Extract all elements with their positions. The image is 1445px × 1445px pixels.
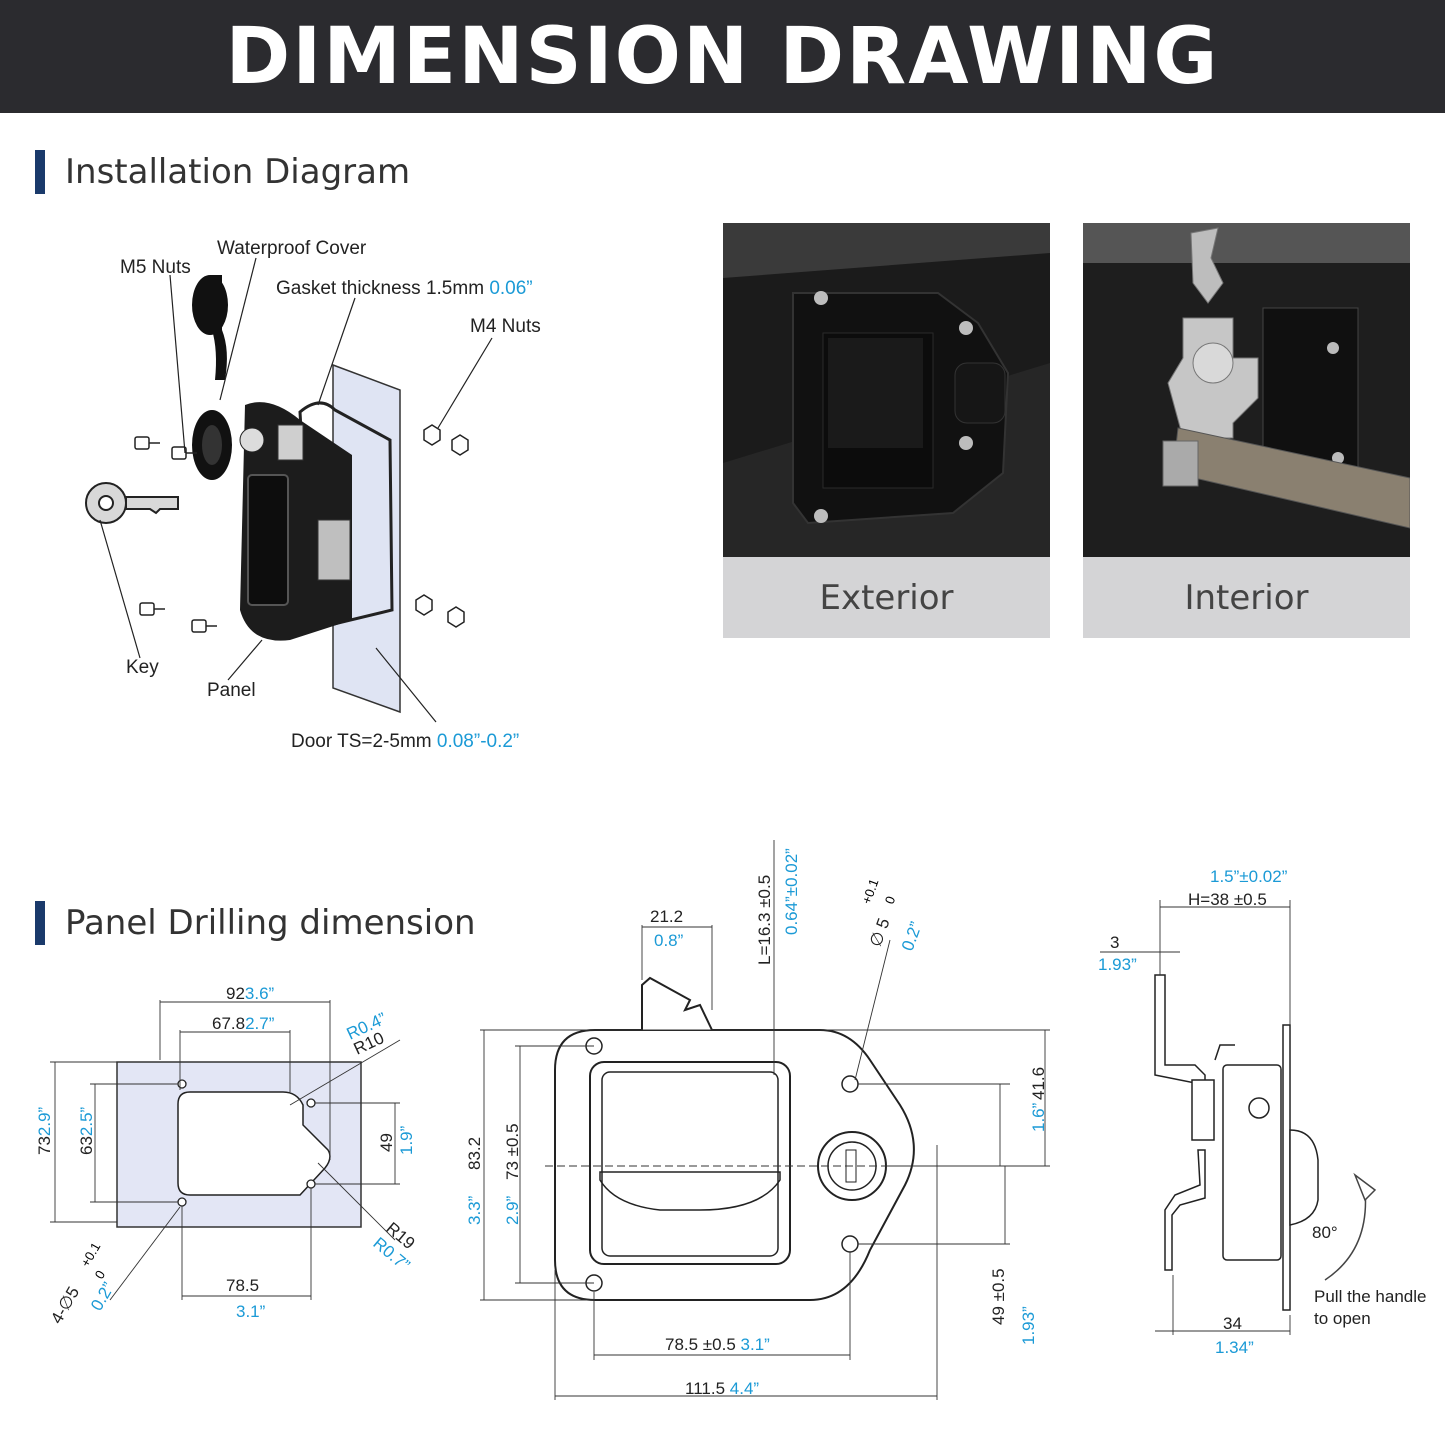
dim-cutout-width: 67.82.7” bbox=[212, 1014, 275, 1033]
dim-hole-in: 0.2” bbox=[898, 919, 926, 953]
dim-hole-tol-up: +0.1 bbox=[78, 1240, 104, 1270]
dim-hole-in: 0.2” bbox=[87, 1279, 118, 1314]
banner: DIMENSION DRAWING bbox=[0, 0, 1445, 113]
dim-3: 3 bbox=[1110, 933, 1119, 952]
m5-screws bbox=[134, 436, 217, 633]
front-view-drawing: 21.2 0.8” L=16.3 ±0.5 0.64”±0.02” ∅ 5 +0… bbox=[465, 840, 1050, 1400]
open-arrow-curve bbox=[1324, 1189, 1367, 1281]
heading-accent-bar bbox=[35, 150, 45, 194]
label-panel: Panel bbox=[207, 680, 256, 701]
dim-38: H=38 ±0.5 bbox=[1188, 890, 1267, 909]
dim-49-in: 1.9” bbox=[397, 1125, 416, 1155]
lock-face bbox=[239, 427, 265, 453]
side-dimension-lines bbox=[1100, 900, 1291, 1335]
label-m4-nuts: M4 Nuts bbox=[470, 316, 541, 337]
key-drawing bbox=[85, 482, 179, 524]
leader-lines bbox=[99, 257, 493, 723]
front-hook bbox=[641, 976, 713, 1031]
page-title: DIMENSION DRAWING bbox=[225, 11, 1220, 102]
plate-dimension-lines bbox=[50, 1000, 401, 1301]
interior-illustration bbox=[1083, 223, 1410, 557]
dim-49-front: 49 ±0.5 bbox=[989, 1268, 1008, 1325]
dim-plate-width: 923.6” bbox=[226, 984, 275, 1003]
drilling-plate-drawing: 923.6” 67.82.7” R0.4” R10 732.9” 632.5” … bbox=[35, 984, 419, 1327]
side-body bbox=[1222, 1064, 1282, 1261]
latch-handle bbox=[247, 474, 289, 606]
front-dimension-lines bbox=[480, 840, 1050, 1400]
installation-diagram: Waterproof Cover M5 Nuts Gasket thicknes… bbox=[85, 238, 541, 752]
plate-cutout bbox=[177, 1091, 331, 1196]
label-door: Door TS=2-5mm 0.08”-0.2” bbox=[291, 731, 519, 752]
dim-78-5: 78.5 ±0.5 3.1” bbox=[665, 1335, 770, 1354]
installation-heading: Installation Diagram bbox=[35, 150, 410, 194]
side-note-line1: Pull the handle bbox=[1314, 1287, 1426, 1306]
latch-cam bbox=[317, 519, 351, 581]
dim-41-6: 41.6 bbox=[1029, 1067, 1048, 1100]
dim-l: L=16.3 ±0.5 bbox=[755, 875, 774, 965]
lock-cylinder bbox=[277, 424, 304, 461]
dim-73-in: 2.9” bbox=[503, 1195, 522, 1225]
exterior-illustration bbox=[723, 223, 1050, 557]
dim-49-front-in: 1.93” bbox=[1019, 1306, 1038, 1345]
dim-38-in: 1.5”±0.02” bbox=[1210, 867, 1288, 886]
m4-nuts bbox=[415, 424, 469, 628]
dim-49: 49 bbox=[377, 1133, 396, 1152]
dim-hole-height: 632.5” bbox=[77, 1106, 96, 1155]
side-hole bbox=[1248, 1097, 1270, 1119]
side-spacer bbox=[1191, 1079, 1215, 1141]
label-m5-nuts: M5 Nuts bbox=[120, 257, 191, 278]
side-bracket bbox=[1164, 1149, 1206, 1271]
photo-interior: Interior bbox=[1083, 223, 1410, 638]
label-key: Key bbox=[126, 657, 159, 678]
dim-3-in: 1.93” bbox=[1098, 955, 1137, 974]
dim-21-2-in: 0.8” bbox=[654, 931, 684, 950]
dim-21-2: 21.2 bbox=[650, 907, 683, 926]
dim-pitch-in: 3.1” bbox=[236, 1302, 266, 1321]
photo-caption-interior: Interior bbox=[1083, 557, 1410, 638]
dim-hole-d: ∅ 5 bbox=[866, 916, 894, 950]
dim-hole-tol-dn: 0 bbox=[882, 894, 899, 906]
heading-accent-bar bbox=[35, 901, 45, 945]
installation-heading-text: Installation Diagram bbox=[65, 152, 411, 192]
label-waterproof-cover: Waterproof Cover bbox=[217, 238, 367, 259]
photo-exterior: Exterior bbox=[723, 223, 1050, 638]
drilling-heading: Panel Drilling dimension bbox=[35, 901, 476, 945]
side-panel bbox=[1282, 1024, 1291, 1311]
dim-plate-height: 732.9” bbox=[35, 1106, 54, 1155]
dim-34-in: 1.34” bbox=[1215, 1338, 1254, 1357]
front-plate bbox=[554, 1029, 915, 1301]
dim-83-2-in: 3.3” bbox=[465, 1195, 484, 1225]
dim-41-6-in: 1.6” bbox=[1029, 1102, 1048, 1132]
dim-73: 73 ±0.5 bbox=[503, 1123, 522, 1180]
dim-111-5: 111.5 4.4” bbox=[685, 1379, 759, 1398]
dim-hole-spec: 4-∅5 bbox=[47, 1283, 83, 1327]
photo-caption-exterior: Exterior bbox=[723, 557, 1050, 638]
side-note-line2: to open bbox=[1314, 1309, 1371, 1328]
label-gasket: Gasket thickness 1.5mm 0.06” bbox=[276, 278, 533, 299]
drilling-heading-text: Panel Drilling dimension bbox=[65, 903, 476, 943]
dim-34: 34 bbox=[1223, 1314, 1242, 1333]
side-angle: 80° bbox=[1312, 1223, 1338, 1242]
dim-pitch: 78.5 bbox=[226, 1276, 259, 1295]
side-hook bbox=[1154, 974, 1206, 1086]
cover-ring-hole bbox=[202, 425, 222, 465]
open-arrow-head bbox=[1353, 1172, 1377, 1202]
side-view-drawing: 1.5”±0.02” H=38 ±0.5 3 1.93” 80° Pull th… bbox=[1098, 867, 1426, 1357]
dim-83-2: 83.2 bbox=[465, 1137, 484, 1170]
cover-cap bbox=[192, 275, 228, 335]
dim-l-in: 0.64”±0.02” bbox=[782, 848, 801, 935]
dim-hole-tol-dn: 0 bbox=[92, 1268, 109, 1282]
side-cap bbox=[1289, 1129, 1319, 1226]
front-recess bbox=[589, 1061, 791, 1265]
front-handle-grip bbox=[599, 1171, 781, 1211]
dim-hole-tol-up: +0.1 bbox=[859, 877, 882, 906]
